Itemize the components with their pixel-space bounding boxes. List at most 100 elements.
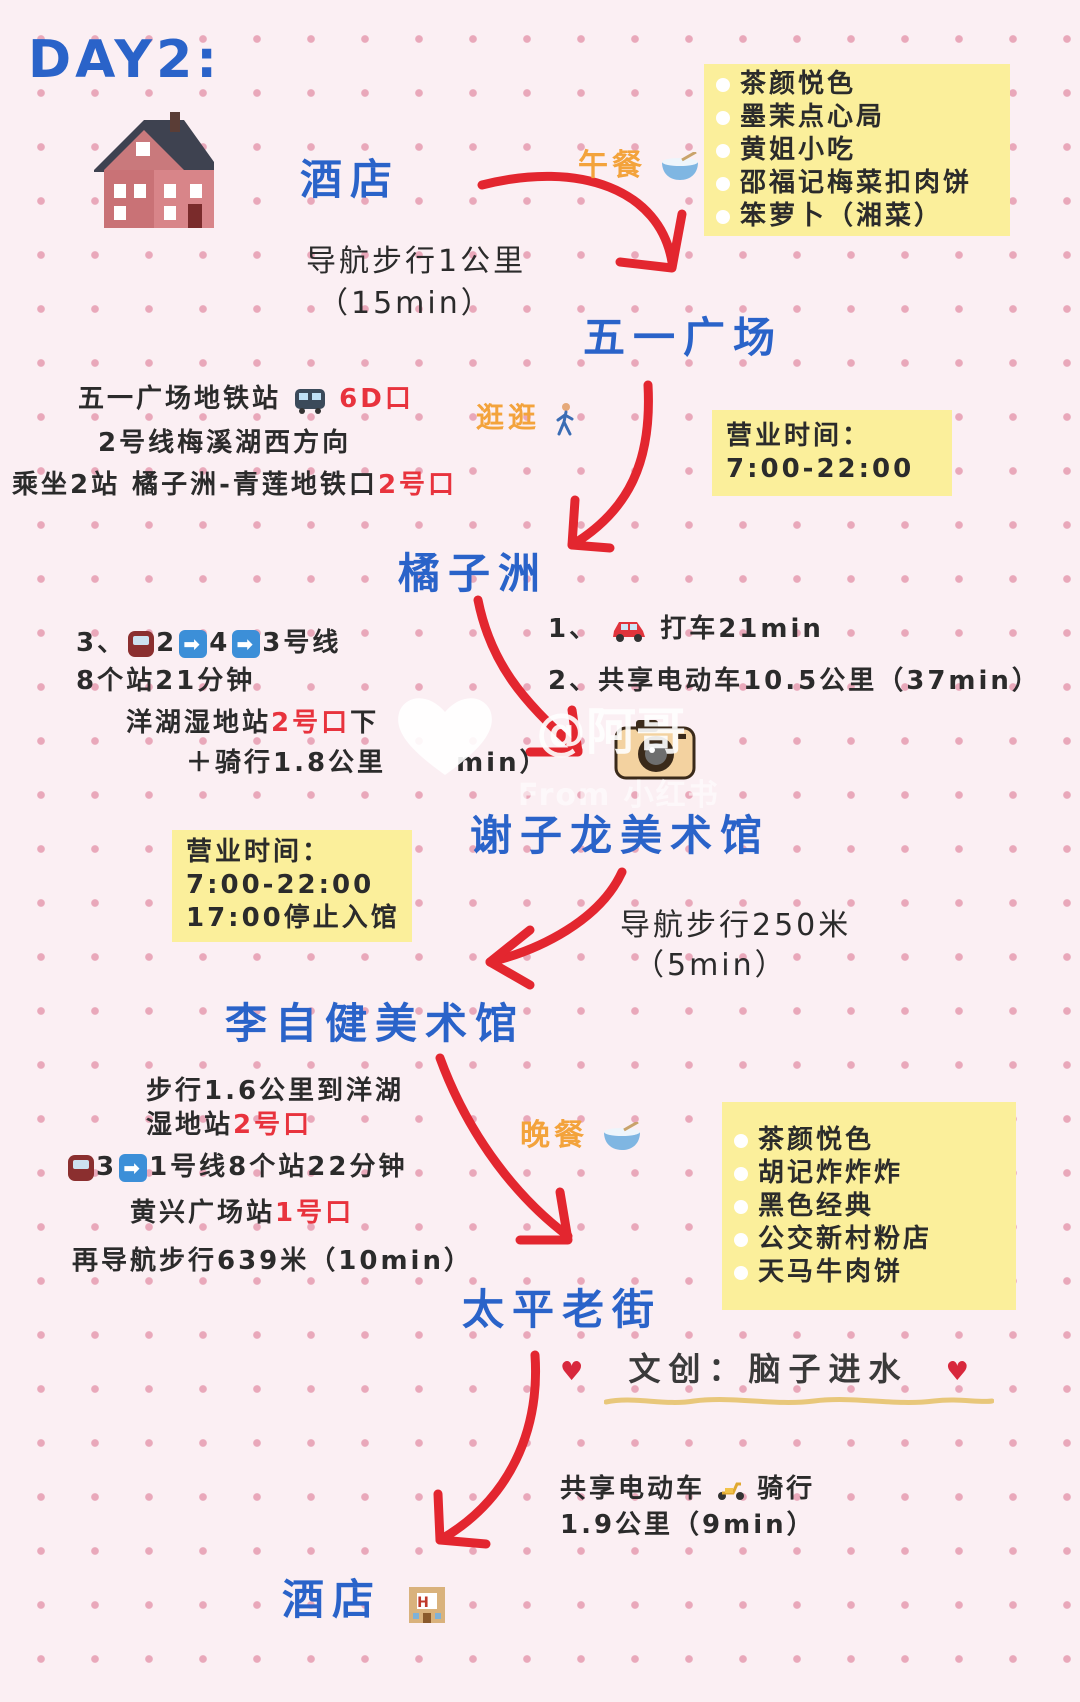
xie-to-li-line1: 导航步行250米 [620,908,852,943]
wetland-exit: 2号口 [233,1110,313,1140]
day-label: DAY2: [28,30,222,90]
lunch-item: 茶颜悦色 [716,68,1000,101]
node-xie-zilong-museum: 谢子龙美术馆 [470,811,771,860]
yanghu-exit: 2号口 [271,708,351,738]
bullet [716,110,730,125]
bullet [734,1199,748,1214]
ride-distance: ＋骑行1.8公里 [186,748,387,778]
dinner-item: 茶颜悦色 [734,1124,1004,1157]
dinner-label: 晚餐 [520,1110,642,1154]
ebike-text: 共享电动车 [560,1474,706,1504]
heart-icon [398,698,492,775]
lunch-item-text: 笨萝卜（湘菜） [740,201,944,231]
arrow-li-to-taiping [435,1053,573,1241]
wuyi-to-juzi-line2: 2号线梅溪湖西方向 [98,428,352,458]
li-to-taiping-line4: 黄兴广场站1号口 [130,1192,354,1229]
lunch-note: 茶颜悦色 墨茉点心局 黄姐小吃 邵福记梅菜扣肉饼 笨萝卜（湘菜） [704,64,1010,236]
taiping-to-hotel-line1: 共享电动车 骑行 [560,1468,815,1505]
heart-icon: ♥ [560,1357,592,1387]
lunch-item-text: 墨茉点心局 [740,102,886,132]
xie-hours-label: 营业时间： [186,837,332,867]
wuyi-to-juzi-line3: 乘坐2站 橘子洲-青莲地铁口2号口 [12,464,457,501]
huangxing-station: 黄兴广场站 [130,1198,276,1228]
hotel-to-wuyi-line1: 导航步行1公里 [306,244,527,279]
dinner-item-text: 黑色经典 [758,1191,875,1221]
juzi-to-xie-left-line1: 3、2➡4➡3号线 [76,622,341,659]
xie-to-li-line2: （5min） [634,948,788,983]
line-3: 3 [96,1152,118,1182]
hotel-end-label: 酒店 [282,1575,383,1624]
li-to-taiping-line3: 3➡1号线8个站22分钟 [66,1146,407,1183]
get-off: 下 [350,708,380,738]
lunch-item: 墨茉点心局 [716,101,1000,134]
lunch-item-text: 邵福记梅菜扣肉饼 [740,168,973,198]
line-3: 3号线 [262,628,342,658]
wenchuang-text: 文创：脑子进水 [628,1350,909,1388]
right-arrow-icon: ➡ [119,1153,148,1182]
right-arrow-icon: ➡ [179,629,208,658]
node-hotel-end: 酒店 H [282,1566,449,1627]
node-wuyi-square: 五一广场 [583,313,784,362]
wuyi-hours-note: 营业时间： 7:00-22:00 [712,410,952,496]
camera-icon [614,720,696,780]
dinner-item: 黑色经典 [734,1190,1004,1223]
wavy-underline [604,1397,994,1405]
svg-text:H: H [417,1595,437,1611]
arrow-hotel-to-wuyi [477,171,677,267]
yanghu-station: 洋湖湿地站 [126,708,272,738]
xie-hours-value: 7:00-22:00 [186,870,375,900]
li-to-taiping-line5: 再导航步行639米（10min） [72,1246,473,1276]
juzi-to-xie-left-line2: 8个站21分钟 [76,666,256,696]
arrow-taiping-to-hotel [435,1350,541,1545]
wuyi-hours-label: 营业时间： [726,421,872,451]
lunch-item: 黄姐小吃 [716,134,1000,167]
option-1-prefix: 1、 [548,614,599,644]
wuyi-exit: 6D口 [339,384,414,414]
wenchuang-banner: ♥ 文创：脑子进水 ♥ [560,1344,977,1390]
wuyi-to-juzi-line1: 五一广场地铁站 6D口 [78,378,414,415]
hotel-icon: H [408,1586,445,1623]
huangxing-exit: 1号口 [275,1198,355,1228]
taxi-text: 打车21min [660,614,824,644]
dinner-item: 胡记炸炸炸 [734,1157,1004,1190]
li-to-taiping-line1: 步行1.6公里到洋湖 [146,1076,405,1106]
dinner-item-text: 公交新村粉店 [758,1224,933,1254]
line-2: 2 [156,628,178,658]
dinner-item-text: 胡记炸炸炸 [758,1158,904,1188]
li-to-taiping-line2: 湿地站2号口 [146,1104,312,1141]
juzi-exit: 2号口 [377,470,458,500]
dinner-label-text: 晚餐 [520,1118,588,1153]
xie-hours-note: 营业时间： 7:00-22:00 17:00停止入馆 [172,830,412,942]
node-li-zijian-museum: 李自健美术馆 [225,999,526,1048]
ride-text: 乘坐2站 橘子洲-青莲地铁口 [12,470,378,500]
bullet [716,209,730,224]
lunch-item: 邵福记梅菜扣肉饼 [716,167,1000,200]
juzi-to-xie-right-line1: 1、 打车21min [548,608,824,645]
node-hotel-start: 酒店 [300,155,401,204]
dinner-item: 公交新村粉店 [734,1223,1004,1256]
arrow-wuyi-to-juzi [567,380,653,550]
bullet [716,77,730,92]
arrow-xie-to-li [485,867,627,967]
bullet [734,1232,748,1247]
scooter-icon [718,1482,745,1500]
line-1-transfer: 1号线8个站22分钟 [149,1152,408,1182]
hotel-to-wuyi-line2: （15min） [318,286,494,321]
watermark-source: From 小红书 [518,778,720,813]
dinner-note: 茶颜悦色 胡记炸炸炸 黑色经典 公交新村粉店 天马牛肉饼 [722,1102,1016,1310]
option-3-prefix: 3、 [76,628,127,658]
node-juzizhou: 橘子洲 [398,549,549,598]
xie-hours-last-entry: 17:00停止入馆 [186,903,400,933]
bullet [734,1265,748,1280]
arrow-juzi-to-xie [473,595,583,755]
juzi-to-xie-left-line3: 洋湖湿地站2号口下 [126,702,379,739]
line-4: 4 [209,628,231,658]
lunch-label-text: 午餐 [578,148,646,183]
train-icon [295,388,326,414]
wuyi-hours-value: 7:00-22:00 [726,454,915,484]
juzi-to-xie-right-line2: 2、共享电动车10.5公里（37min） [548,666,1041,696]
house-icon [94,112,214,228]
wetland-station: 湿地站 [146,1110,234,1140]
lunch-item-text: 茶颜悦色 [740,69,857,99]
